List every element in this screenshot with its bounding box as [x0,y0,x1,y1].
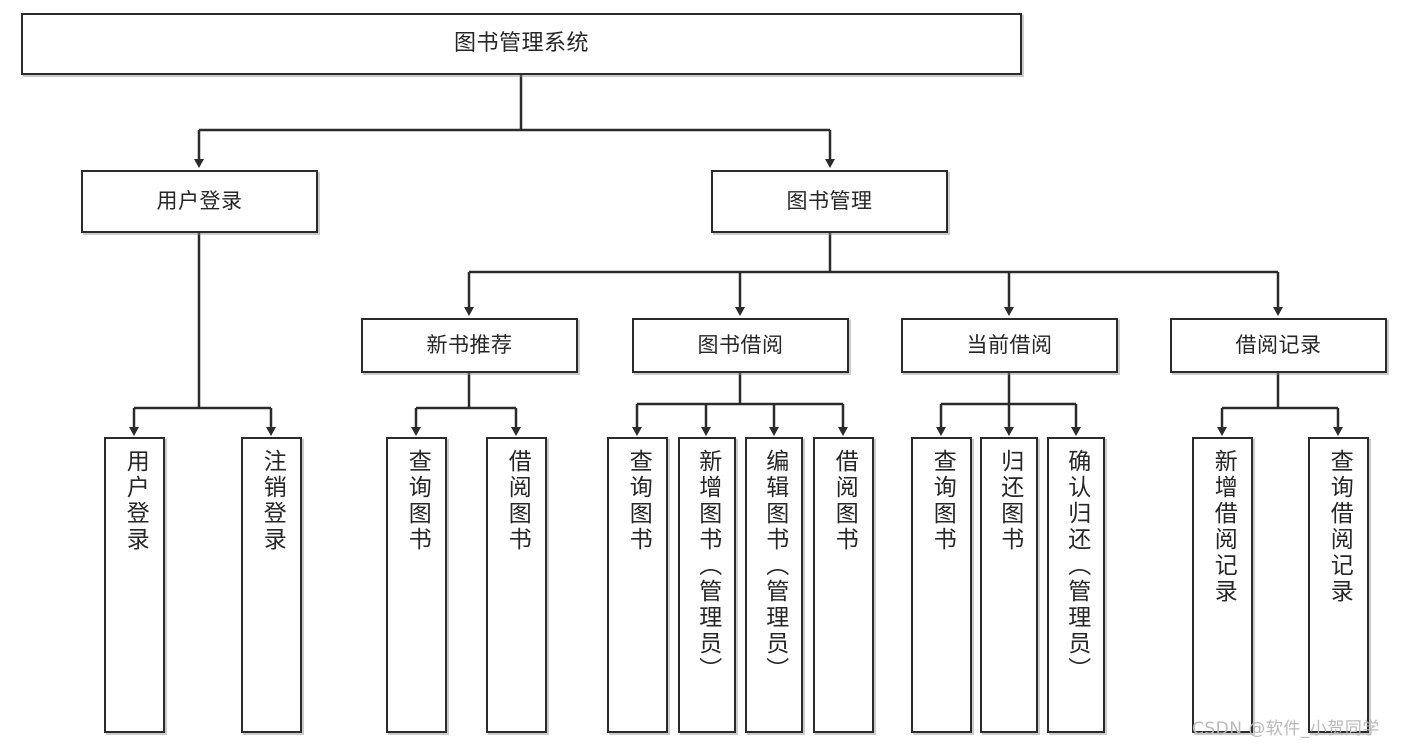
leaf-logout-login[interactable]: 注销登录 [241,437,302,733]
node-label: 图书借阅 [697,333,784,358]
leaf-user-login[interactable]: 用户登录 [104,437,165,733]
node-label: 用户登录 [156,189,243,214]
node-label: 新增借阅记录 [1210,449,1237,605]
node-current-borrow[interactable]: 当前借阅 [901,318,1118,373]
node-label: 确认归还（管理员） [1063,449,1090,683]
node-label: 查询图书 [625,449,652,553]
leaf-borrow-book[interactable]: 借阅图书 [813,437,874,733]
node-label: 注销登录 [259,449,286,553]
node-book-management[interactable]: 图书管理 [711,170,948,233]
node-label: 查询图书 [929,449,956,553]
node-new-book-recommend[interactable]: 新书推荐 [361,318,578,373]
node-label: 图书管理 [786,189,873,214]
csdn-watermark: CSDN @软件_小贺同学 [1192,719,1380,739]
leaf-add-borrow-record[interactable]: 新增借阅记录 [1192,437,1253,733]
node-book-borrow[interactable]: 图书借阅 [632,318,849,373]
node-label: 编辑图书（管理员） [761,449,788,683]
node-label: 新增图书（管理员） [694,449,721,683]
node-user-login[interactable]: 用户登录 [81,170,318,233]
node-label: 新书推荐 [426,333,513,358]
node-label: 借阅图书 [504,449,531,553]
node-label: 当前借阅 [966,333,1053,358]
leaf-query-book-recommend[interactable]: 查询图书 [386,437,447,733]
node-label: 用户登录 [122,449,149,553]
node-borrow-record[interactable]: 借阅记录 [1170,318,1387,373]
leaf-query-borrow-record[interactable]: 查询借阅记录 [1308,437,1369,733]
leaf-query-book-current[interactable]: 查询图书 [911,437,972,733]
node-label: 图书管理系统 [453,31,589,57]
leaf-borrow-book-recommend[interactable]: 借阅图书 [486,437,547,733]
node-label: 查询图书 [404,449,431,553]
node-label: 查询借阅记录 [1326,449,1353,605]
node-label: 借阅记录 [1235,333,1322,358]
leaf-edit-book-admin[interactable]: 编辑图书（管理员） [745,437,803,733]
node-label: 借阅图书 [831,449,858,553]
node-root-system[interactable]: 图书管理系统 [21,13,1022,75]
leaf-return-book[interactable]: 归还图书 [980,437,1038,733]
node-label: 归还图书 [996,449,1023,553]
leaf-add-book-admin[interactable]: 新增图书（管理员） [678,437,736,733]
leaf-confirm-return-admin[interactable]: 确认归还（管理员） [1047,437,1105,733]
leaf-query-book-borrow[interactable]: 查询图书 [607,437,668,733]
